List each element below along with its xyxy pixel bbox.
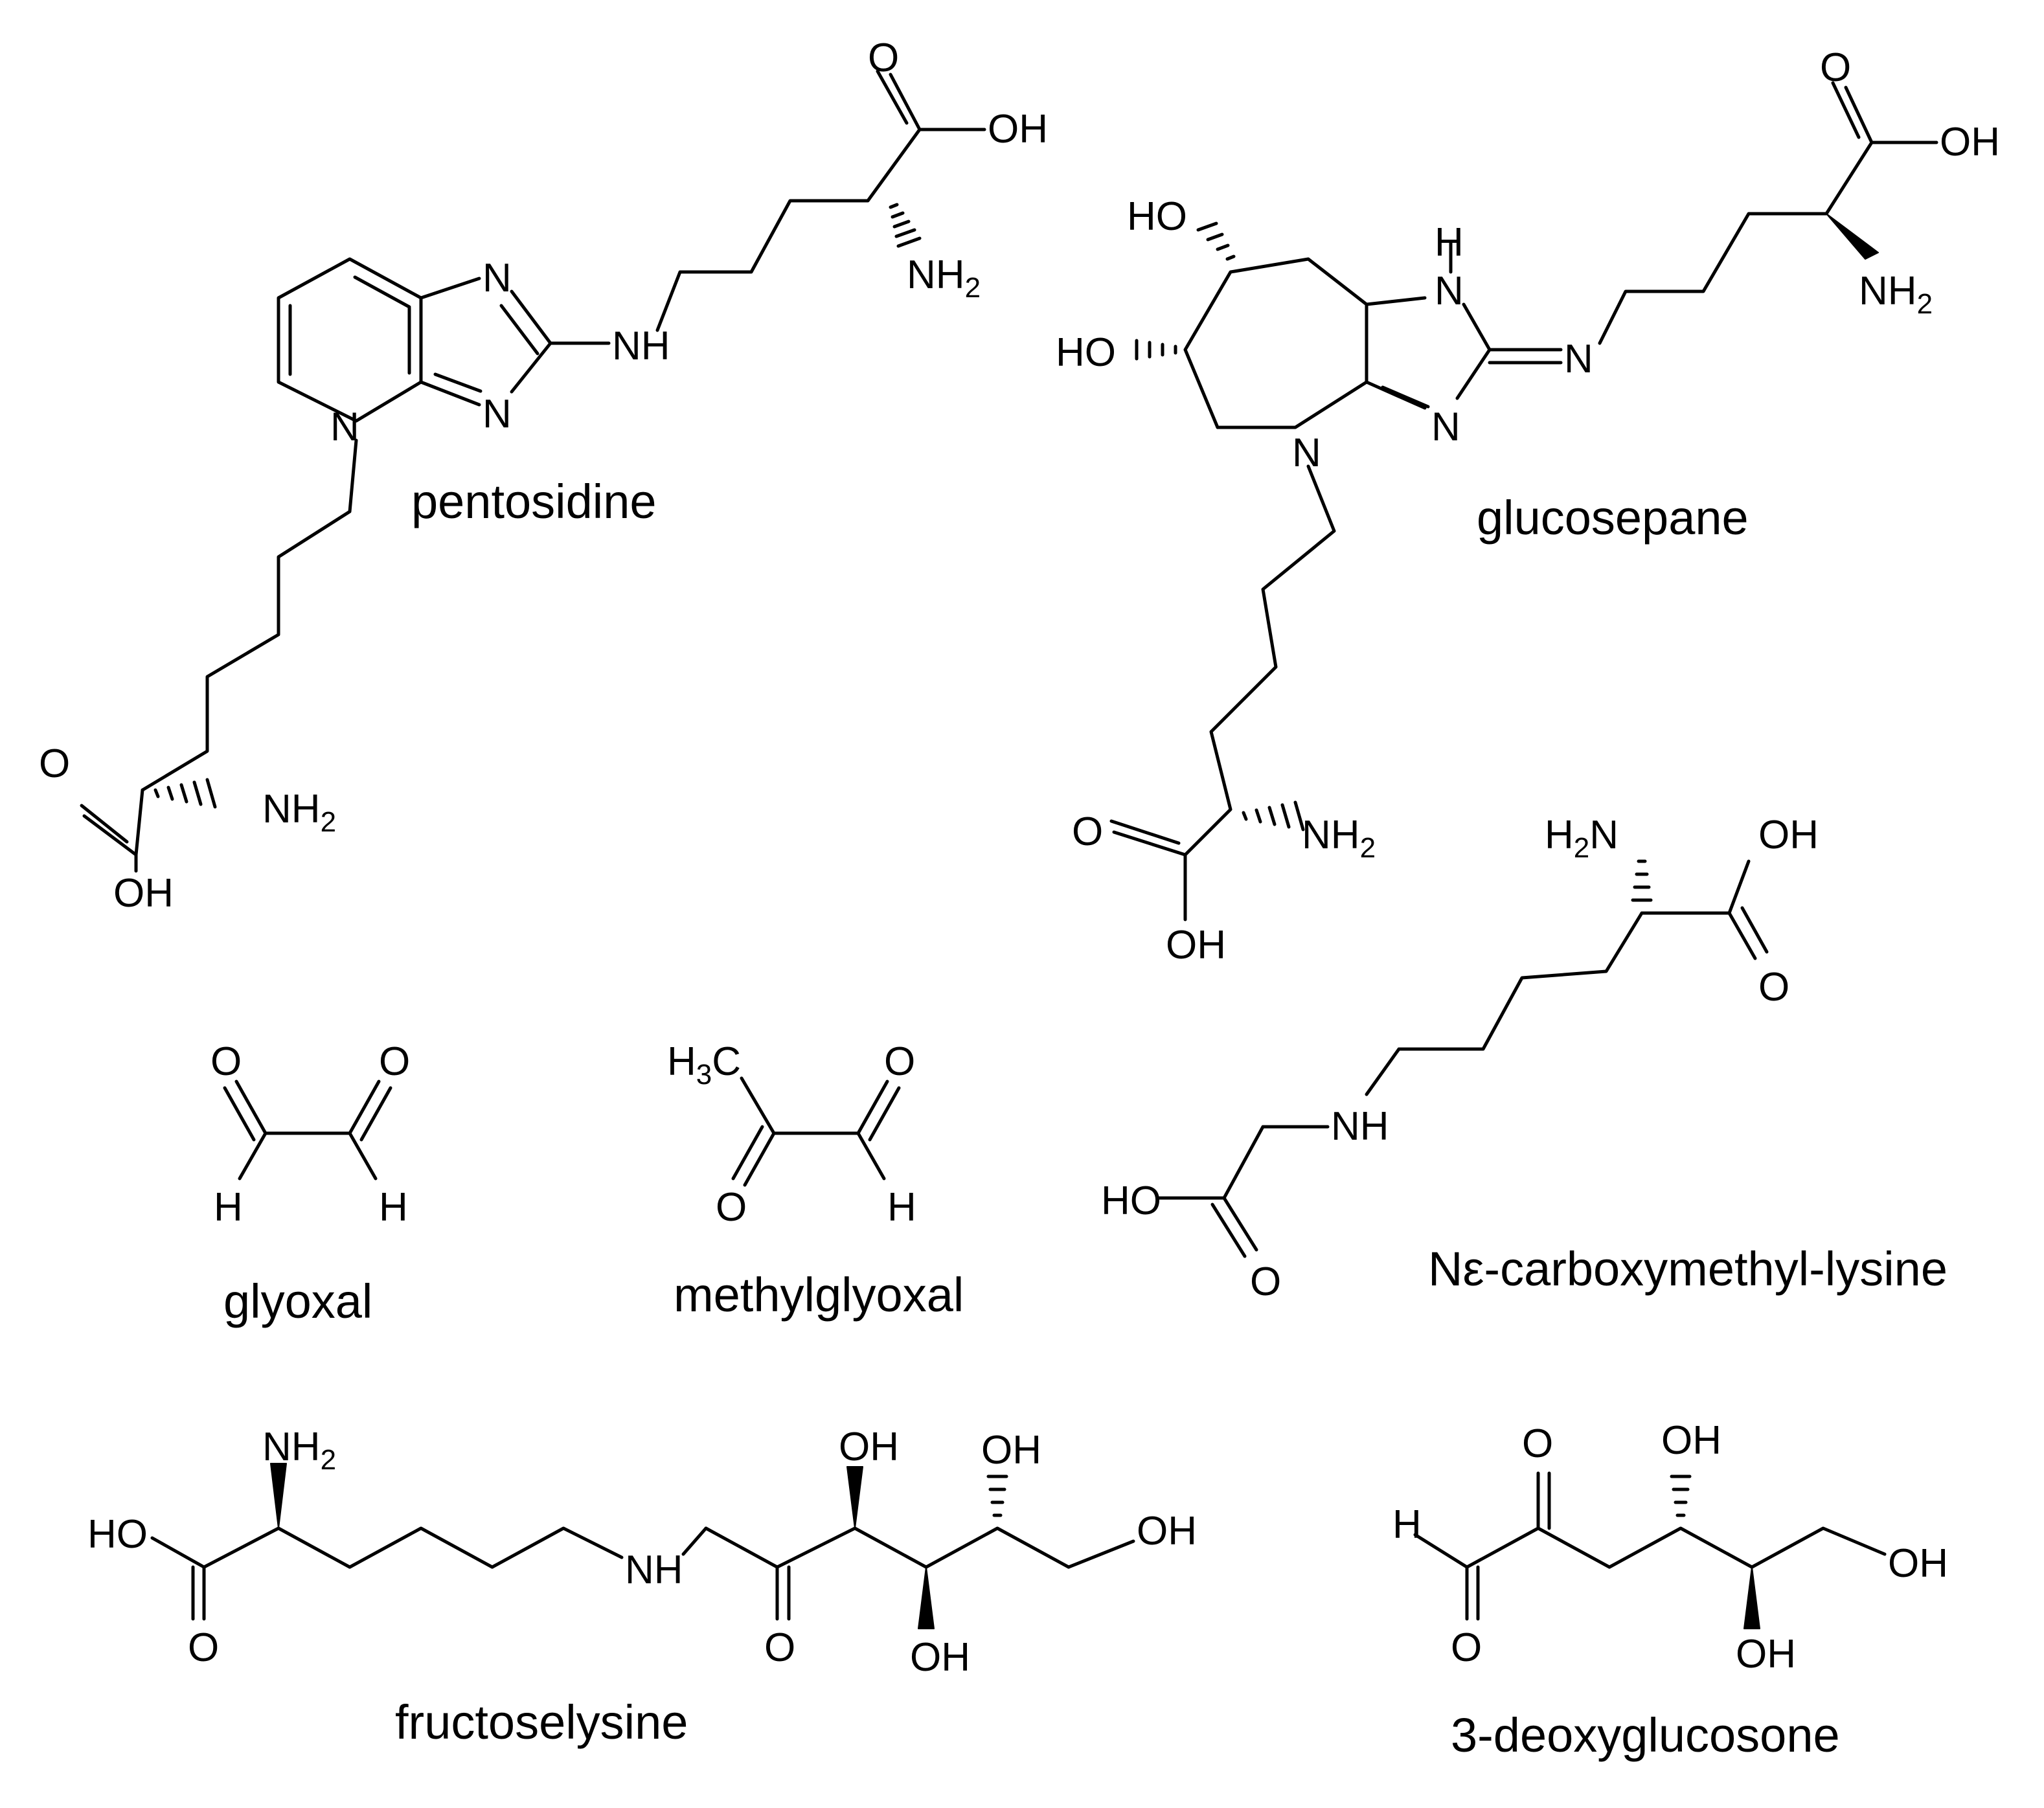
oxygen-atom: O bbox=[1820, 45, 1851, 90]
oxygen-atom: O bbox=[884, 1039, 915, 1084]
hashed-bond bbox=[1196, 221, 1236, 261]
nitrogen-atom: N bbox=[483, 256, 512, 300]
hashed-bond bbox=[1631, 859, 1653, 902]
hydroxyl-group: OH bbox=[1661, 1418, 1721, 1463]
hydroxyl-group: OH bbox=[981, 1428, 1041, 1473]
hashed-bond bbox=[1135, 339, 1177, 361]
oxygen-atom: O bbox=[1072, 809, 1103, 854]
amino-group: NH2 bbox=[1302, 813, 1376, 864]
hydroxyl-group: OH bbox=[113, 871, 174, 916]
hydroxyl-group: OH bbox=[1137, 1509, 1197, 1554]
hydroxyl-group: HO bbox=[1127, 194, 1187, 239]
hydroxyl-group: HO bbox=[87, 1512, 148, 1557]
nitrogen-atom: N bbox=[483, 392, 512, 436]
compound-name-cml: Nε-carboxymethyl-lysine bbox=[1428, 1242, 1947, 1296]
compound-name-3-deoxyglucosone: 3-deoxyglucosone bbox=[1451, 1708, 1840, 1762]
hashed-bond bbox=[986, 1475, 1008, 1517]
secondary-amine: NH bbox=[625, 1548, 683, 1592]
hydrogen-atom: H bbox=[214, 1185, 243, 1230]
hydroxyl-group: OH bbox=[988, 107, 1048, 152]
oxygen-atom: O bbox=[188, 1625, 219, 1670]
nitrogen-atom: N bbox=[1435, 269, 1464, 313]
hydrogen-atom: H bbox=[379, 1185, 408, 1230]
compound-name-fructoselysine: fructoselysine bbox=[395, 1695, 688, 1749]
oxygen-atom: O bbox=[1522, 1421, 1553, 1466]
oxygen-atom: O bbox=[764, 1625, 795, 1670]
oxygen-atom: O bbox=[39, 741, 70, 786]
oxygen-atom: O bbox=[1758, 965, 1789, 1010]
methyl-group: H3C bbox=[667, 1039, 741, 1090]
cml-structure: H2N OH O NH HO O Nε-carboxymethyl-lysine bbox=[1101, 813, 1947, 1304]
glyoxal-structure: O O H H glyoxal bbox=[210, 1039, 410, 1328]
hydroxyl-group: OH bbox=[1940, 120, 2000, 164]
secondary-amine: NH bbox=[1331, 1104, 1389, 1149]
imine-nitrogen: N bbox=[1564, 337, 1593, 381]
hydroxyl-group: HO bbox=[1056, 330, 1116, 375]
hashed-bond bbox=[1670, 1475, 1692, 1517]
oxygen-atom: O bbox=[716, 1185, 747, 1230]
hydroxyl-group: HO bbox=[1101, 1179, 1161, 1223]
hydrogen-atom: H bbox=[887, 1185, 916, 1230]
hydroxyl-group: OH bbox=[1736, 1632, 1796, 1677]
ring-nitrogen: N bbox=[1292, 431, 1321, 475]
deoxyglucosone-structure: H O O OH OH OH 3-deoxyglucosone bbox=[1392, 1418, 1948, 1762]
amino-group: NH2 bbox=[1859, 269, 1933, 320]
amino-group: H2N bbox=[1545, 813, 1618, 864]
glucosepane-structure: O OH NH2 HO HO H N N N N O NH2 OH glucos… bbox=[1056, 45, 2000, 967]
oxygen-atom: O bbox=[868, 36, 899, 80]
amino-group: NH2 bbox=[262, 1425, 336, 1476]
oxygen-atom: O bbox=[379, 1039, 410, 1084]
secondary-amine: NH bbox=[612, 324, 670, 368]
compound-name-glyoxal: glyoxal bbox=[223, 1274, 372, 1328]
oxygen-atom: O bbox=[210, 1039, 242, 1084]
hydrogen-atom: H bbox=[1435, 220, 1464, 265]
hydroxyl-group: OH bbox=[1166, 923, 1226, 967]
hydroxyl-group: OH bbox=[1758, 813, 1819, 857]
pentosidine-structure: O OH NH2 N N NH N O NH2 OH pentosidine bbox=[39, 36, 1048, 916]
hydroxyl-group: OH bbox=[1888, 1541, 1948, 1586]
compound-name-methylglyoxal: methylglyoxal bbox=[674, 1268, 964, 1322]
amino-group: NH2 bbox=[262, 787, 336, 838]
compound-name-pentosidine: pentosidine bbox=[411, 475, 657, 528]
nitrogen-atom: N bbox=[1431, 405, 1460, 449]
methylglyoxal-structure: H3C O O H methylglyoxal bbox=[667, 1039, 964, 1322]
oxygen-atom: O bbox=[1250, 1260, 1281, 1304]
fructoselysine-structure: NH2 HO O NH O OH OH OH OH fructoselysine bbox=[87, 1425, 1197, 1749]
hydroxyl-group: OH bbox=[839, 1425, 899, 1469]
hashed-bond bbox=[153, 778, 217, 809]
hashed-bond bbox=[1242, 800, 1305, 831]
hydroxyl-group: OH bbox=[910, 1635, 970, 1680]
amino-group: NH2 bbox=[907, 253, 981, 304]
compound-name-glucosepane: glucosepane bbox=[1477, 491, 1749, 545]
oxygen-atom: O bbox=[1451, 1625, 1482, 1670]
ring-nitrogen: N bbox=[330, 405, 359, 449]
hashed-bond bbox=[889, 203, 922, 248]
hydrogen-atom: H bbox=[1392, 1502, 1422, 1547]
